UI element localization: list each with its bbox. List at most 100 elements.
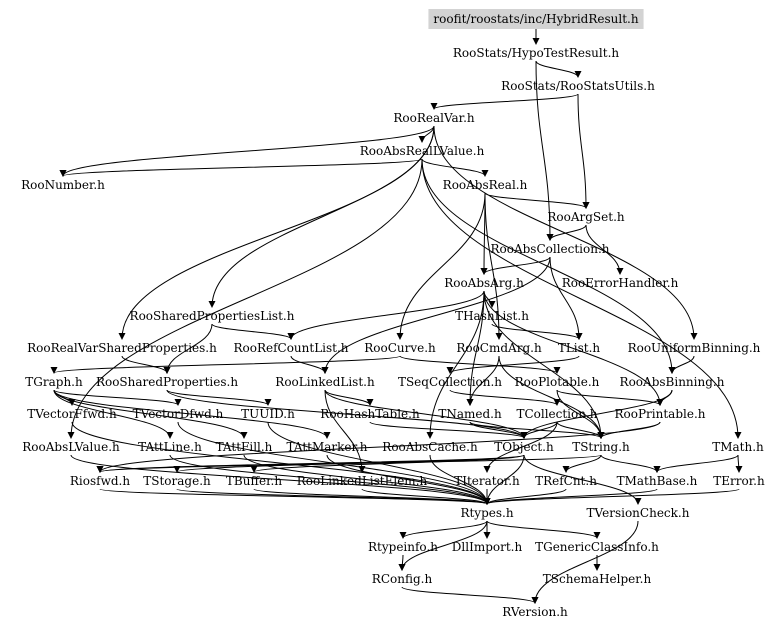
node-tuuid-h[interactable]: TUUID.h [236,404,300,424]
edge-roosharedpropertieslist-h-to-roorefcountlist-h [211,323,295,340]
node-rooplotable-h[interactable]: RooPlotable.h [510,372,605,392]
node-titerator-h[interactable]: TIterator.h [449,471,525,491]
node-label: Riosfwd.h [70,474,130,488]
edge-rooabscollection-h-to-roolinkedlist-h [321,256,551,374]
node-rooabscache-h[interactable]: RooAbsCache.h [377,437,482,457]
node-tbuffer-h[interactable]: TBuffer.h [221,471,287,491]
node-rooerrorhandler-h[interactable]: RooErrorHandler.h [557,273,684,293]
node-tstorage-h[interactable]: TStorage.h [138,471,216,491]
node-roouniformbinning-h[interactable]: RooUniformBinning.h [623,338,766,358]
node-rtypeinfo-h[interactable]: Rtypeinfo.h [363,537,443,557]
node-label: TBuffer.h [226,474,282,488]
node-rooabscollection-h[interactable]: RooAbsCollection.h [485,239,614,259]
node-label: TAttFill.h [216,440,273,454]
node-label: RooAbsRealLValue.h [360,144,485,158]
node-label: Rtypeinfo.h [368,540,438,554]
edge-roocurve-h-to-rooplotable-h [399,355,561,374]
node-label: RooCurve.h [364,341,436,355]
node-label: TGraph.h [25,375,83,389]
node-tattline-h[interactable]: TAttLine.h [133,437,207,457]
edge-roostats-roostatsutils-h-to-rooargset-h [577,93,590,209]
edge-rooabsarg-h-to-roorefcountlist-h [287,290,485,340]
node-rooprintable-h[interactable]: RooPrintable.h [609,404,710,424]
edge-tnamed-h-to-tstring-h [469,421,605,439]
edge-tstorage-h-to-rtypes-h [176,488,491,505]
node-rtypes-h[interactable]: Rtypes.h [455,503,518,523]
node-rooabsreal-h[interactable]: RooAbsReal.h [438,175,533,195]
node-label: TMathBase.h [617,474,698,488]
node-roostats-roostatsutils-h[interactable]: RooStats/RooStatsUtils.h [496,76,660,96]
edge-tvectorffwd-h-to-rtypes-h [71,421,491,505]
node-roonumber-h[interactable]: RooNumber.h [16,175,110,195]
node-tmath-h[interactable]: TMath.h [707,437,769,457]
edge-roorealvar-h-to-roorealvarsharedproperties-h [118,125,435,340]
edge-rooabsreal-h-to-rooargset-h [484,192,590,209]
node-tattfill-h[interactable]: TAttFill.h [211,437,278,457]
node-roorefcountlist-h[interactable]: RooRefCountList.h [228,338,353,358]
edge-roohashtable-h-to-tobject-h [369,421,528,439]
node-riosfwd-h[interactable]: Riosfwd.h [65,471,135,491]
node-tmathbase-h[interactable]: TMathBase.h [612,471,703,491]
edge-rooabsarg-h-to-tnamed-h [466,290,485,406]
node-tseqcollection-h[interactable]: TSeqCollection.h [393,372,507,392]
node-label: Rtypes.h [460,506,513,520]
node-rversion-h[interactable]: RVersion.h [497,602,573,622]
node-rconfig-h[interactable]: RConfig.h [367,569,437,589]
node-roorealvar-h[interactable]: RooRealVar.h [388,108,479,128]
node-tcollection-h[interactable]: TCollection.h [511,404,602,424]
node-rooabsbinning-h[interactable]: RooAbsBinning.h [615,372,730,392]
node-label: RooSharedPropertiesList.h [130,309,295,323]
edge-terror-h-to-rtypes-h [483,488,740,505]
edges-layer [50,27,743,604]
node-trefcnt-h[interactable]: TRefCnt.h [530,471,602,491]
node-rooabsarg-h[interactable]: RooAbsArg.h [439,273,529,293]
node-label: RooRealVarSharedProperties.h [27,341,217,355]
node-roosharedpropertieslist-h[interactable]: RooSharedPropertiesList.h [125,306,300,326]
edge-tlist-h-to-tseqcollection-h [446,355,580,374]
node-label: RooLinkedList.h [275,375,375,389]
node-roolinkedlistelem-h[interactable]: RooLinkedListElem.h [292,471,432,491]
edge-rtypes-h-to-rconfig-h [398,520,488,571]
node-thashlist-h[interactable]: THashList.h [450,306,534,326]
node-label: TStorage.h [143,474,211,488]
node-roorealvarsharedproperties-h[interactable]: RooRealVarSharedProperties.h [22,338,222,358]
node-rooargset-h[interactable]: RooArgSet.h [542,207,629,227]
node-tvectordfwd-h[interactable]: TVectorDfwd.h [128,404,229,424]
node-roocmdarg-h[interactable]: RooCmdArg.h [451,338,546,358]
node-tlist-h[interactable]: TList.h [553,338,605,358]
node-label: TIterator.h [454,474,520,488]
node-tschemahelper-h[interactable]: TSchemaHelper.h [538,569,656,589]
node-rooabsreallvalue-h[interactable]: RooAbsRealLValue.h [355,141,490,161]
node-label: RooErrorHandler.h [562,276,679,290]
node-tvectorffwd-h[interactable]: TVectorFfwd.h [22,404,121,424]
node-roosharedproperties-h[interactable]: RooSharedProperties.h [91,372,243,392]
edge-roostats-hypotestresult-h-to-roostats-roostatsutils-h [535,60,582,78]
node-tattmarker-h[interactable]: TAttMarker.h [282,437,373,457]
node-roohashtable-h[interactable]: RooHashTable.h [315,404,424,424]
edge-rooabslvalue-h-to-rtypes-h [70,454,491,505]
node-label: RooHashTable.h [320,407,420,421]
node-tgenericclassinfo-h[interactable]: TGenericClassInfo.h [530,537,664,557]
node-tobject-h[interactable]: TObject.h [489,437,558,457]
node-roofit-roostats-inc-hybridresult-h[interactable]: roofit/roostats/inc/HybridResult.h [428,9,644,29]
node-terror-h[interactable]: TError.h [708,471,769,491]
node-label: RConfig.h [372,572,433,586]
node-dllimport-h[interactable]: DllImport.h [447,537,527,557]
edge-roocmdarg-h-to-tnamed-h [466,355,500,406]
node-tversioncheck-h[interactable]: TVersionCheck.h [582,503,695,523]
node-tstring-h[interactable]: TString.h [567,437,635,457]
edge-roostats-hypotestresult-h-to-rooabscollection-h [535,60,554,241]
node-tgraph-h[interactable]: TGraph.h [20,372,87,392]
node-label: TAttMarker.h [287,440,368,454]
edge-rooabsreallvalue-h-to-tmath-h [421,158,742,439]
edge-roolinkedlist-h-to-roohashtable-h [324,389,374,406]
edge-roorealvar-h-to-roonumber-h [59,125,435,177]
node-roocurve-h[interactable]: RooCurve.h [359,338,441,358]
edge-tgraph-h-to-tvectordfwd-h [53,389,182,406]
node-roolinkedlist-h[interactable]: RooLinkedList.h [270,372,379,392]
node-roostats-hypotestresult-h[interactable]: RooStats/HypoTestResult.h [448,43,624,63]
node-rooabslvalue-h[interactable]: RooAbsLValue.h [17,437,124,457]
node-label: THashList.h [455,309,529,323]
node-tnamed-h[interactable]: TNamed.h [433,404,506,424]
edge-tmathbase-h-to-rtypes-h [483,488,658,505]
